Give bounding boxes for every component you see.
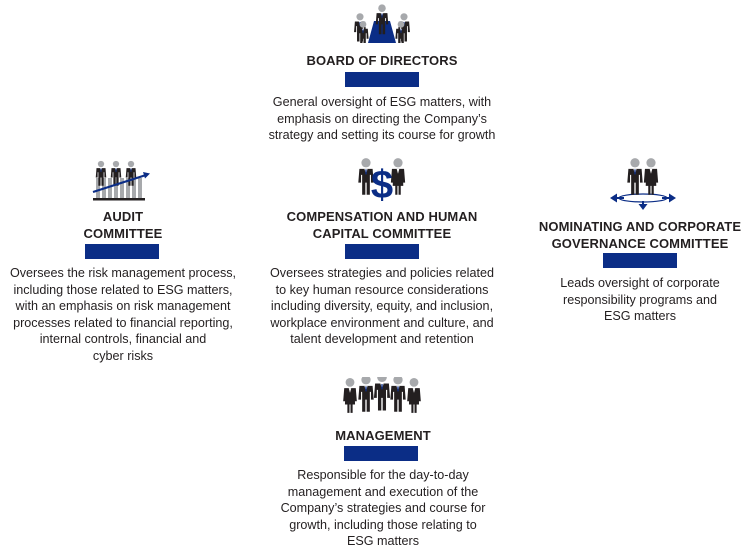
nominating-committee-block: NOMINATING AND CORPORATE GOVERNANCE COMM… xyxy=(530,150,750,330)
description-line: General oversight of ESG matters, with xyxy=(272,95,492,109)
compensation-accent-bar xyxy=(345,244,419,259)
title-line: AUDIT xyxy=(102,209,144,224)
title-line: GOVERNANCE COMMITTEE xyxy=(551,236,729,251)
management-accent-bar xyxy=(344,446,418,461)
description-line: processes related to financial reporting… xyxy=(13,315,233,330)
description-line: emphasis on directing the Company’s xyxy=(277,111,487,126)
title-line: COMPENSATION AND HUMAN xyxy=(286,209,478,224)
description-line: Responsible for the day-to-day xyxy=(297,468,469,482)
description-line: responsibility programs and xyxy=(563,292,717,307)
title-line: COMMITTEE xyxy=(83,226,163,241)
compensation-description: Oversees strategies and policies related… xyxy=(254,265,510,348)
nominating-description: Leads oversight of corporate responsibil… xyxy=(530,275,750,325)
management-title: MANAGEMENT xyxy=(335,428,431,443)
svg-text:$: $ xyxy=(371,163,393,202)
people-arrows-icon xyxy=(610,158,676,210)
board-title: BOARD OF DIRECTORS xyxy=(306,53,458,68)
title-line: CAPITAL COMMITTEE xyxy=(312,226,452,241)
nominating-accent-bar xyxy=(603,253,677,268)
description-line: Oversees strategies and policies related xyxy=(269,266,494,280)
description-line: Leads oversight of corporate xyxy=(560,276,720,290)
description-line: cyber risks xyxy=(92,348,154,363)
description-line: internal controls, financial and xyxy=(39,332,207,347)
audit-description: Oversees the risk management process, in… xyxy=(0,265,246,365)
compensation-title: COMPENSATION AND HUMAN CAPITAL COMMITTEE xyxy=(254,208,510,242)
board-description: General oversight of ESG matters, with e… xyxy=(250,94,514,144)
management-description: Responsible for the day-to-day managemen… xyxy=(256,467,510,550)
team-people-icon xyxy=(343,377,421,413)
title-line: NOMINATING AND CORPORATE xyxy=(538,219,742,234)
description-line: Company’s strategies and course for xyxy=(280,501,486,516)
description-line: with an emphasis on risk management xyxy=(15,299,231,314)
management-block: MANAGEMENT Responsible for the day-to-da… xyxy=(256,370,510,548)
audit-accent-bar xyxy=(85,244,159,259)
description-line: Oversees the risk management process, xyxy=(9,266,237,280)
description-line: including diversity, equity, and inclusi… xyxy=(270,299,494,314)
description-line: workplace environment and culture, and xyxy=(270,315,494,330)
description-line: to key human resource considerations xyxy=(275,282,489,297)
people-growth-chart-icon xyxy=(92,160,150,201)
nominating-title: NOMINATING AND CORPORATE GOVERNANCE COMM… xyxy=(530,218,750,252)
description-line: talent development and retention xyxy=(290,332,474,347)
description-line: strategy and setting its course for grow… xyxy=(268,128,496,143)
description-line: growth, including those relating to xyxy=(289,517,477,532)
description-line: including those related to ESG matters, xyxy=(13,282,233,297)
description-line: ESG matters xyxy=(603,309,677,324)
people-dollar-icon: $ xyxy=(358,158,406,202)
compensation-committee-block: $ COMPENSATION AND HUMAN CAPITAL COMMITT… xyxy=(254,150,510,350)
board-of-directors-block: BOARD OF DIRECTORS General oversight of … xyxy=(250,0,514,145)
description-line: management and execution of the xyxy=(287,484,479,499)
audit-title: AUDIT COMMITTEE xyxy=(0,208,246,242)
description-line: ESG matters xyxy=(346,534,420,549)
audit-committee-block: AUDIT COMMITTEE Oversees the risk manage… xyxy=(0,150,246,370)
board-accent-bar xyxy=(345,72,419,87)
boardroom-people-icon xyxy=(354,4,410,43)
